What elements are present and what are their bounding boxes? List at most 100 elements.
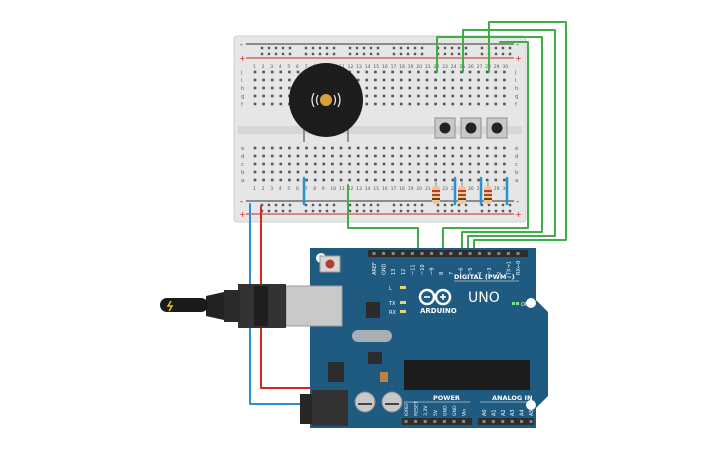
rail-minus-top: - bbox=[240, 40, 243, 49]
column-label-bottom: 24 bbox=[451, 186, 457, 192]
column-label-top: 13 bbox=[356, 64, 362, 70]
on-led-label: ON bbox=[521, 302, 529, 308]
column-label-top: 17 bbox=[391, 64, 397, 70]
column-label-top: 5 bbox=[287, 64, 290, 70]
led-label: RX bbox=[389, 310, 396, 316]
power-pin-socket[interactable] bbox=[404, 420, 408, 423]
rail-plus-top: + bbox=[239, 54, 246, 63]
led-label: TX bbox=[388, 301, 396, 307]
analog-pin-socket[interactable] bbox=[510, 420, 514, 423]
resistor-2[interactable] bbox=[458, 182, 466, 204]
digital-pin-socket[interactable] bbox=[487, 252, 491, 255]
piezo-buzzer-icon[interactable] bbox=[289, 63, 363, 142]
digital-pin-socket[interactable] bbox=[391, 252, 395, 255]
column-label-top: 6 bbox=[296, 64, 299, 70]
row-letter-top: h bbox=[241, 86, 245, 92]
column-label-top: 21 bbox=[425, 64, 431, 70]
column-label-bottom: 23 bbox=[442, 186, 448, 192]
digital-pin-socket[interactable] bbox=[372, 252, 376, 255]
power-header-label: POWER bbox=[433, 394, 460, 402]
column-label-bottom: 9 bbox=[322, 186, 325, 192]
power-pin-label: Vin bbox=[462, 409, 468, 416]
digital-pin-socket[interactable] bbox=[420, 252, 424, 255]
column-label-top: 29 bbox=[494, 64, 500, 70]
column-label-top: 7 bbox=[305, 64, 308, 70]
digital-pin-label: ~11 bbox=[410, 264, 416, 275]
row-letter-bottom-right: c bbox=[515, 162, 518, 168]
resistor-1[interactable] bbox=[432, 182, 440, 204]
wire-button-2 bbox=[462, 29, 556, 253]
power-pin-label: GND bbox=[442, 405, 448, 416]
power-pin-socket[interactable] bbox=[442, 420, 446, 423]
analog-pin-socket[interactable] bbox=[491, 420, 495, 423]
column-label-bottom: 5 bbox=[287, 186, 290, 192]
digital-pin-socket[interactable] bbox=[401, 252, 405, 255]
pushbutton-1[interactable] bbox=[434, 117, 456, 139]
row-letter-bottom-right: a bbox=[515, 178, 518, 184]
resistor-3[interactable] bbox=[484, 182, 492, 204]
column-label-top: 12 bbox=[348, 64, 354, 70]
column-label-bottom: 15 bbox=[373, 186, 379, 192]
digital-pin-socket[interactable] bbox=[430, 252, 434, 255]
power-pin-socket[interactable] bbox=[462, 420, 466, 423]
digital-pin-label: 2 bbox=[497, 272, 503, 275]
column-label-bottom: 16 bbox=[382, 186, 388, 192]
analog-pin-socket[interactable] bbox=[501, 420, 505, 423]
column-label-top: 14 bbox=[365, 64, 371, 70]
column-label-bottom: 17 bbox=[391, 186, 397, 192]
reset-button-icon[interactable] bbox=[319, 255, 341, 273]
row-letter-top-right: h bbox=[515, 86, 519, 92]
digital-pin-socket[interactable] bbox=[449, 252, 453, 255]
digital-pin-label: 7 bbox=[449, 272, 455, 275]
column-label-bottom: 1 bbox=[253, 186, 256, 192]
row-letter-bottom-right: d bbox=[515, 154, 519, 160]
analog-pin-socket[interactable] bbox=[482, 420, 486, 423]
rail-minus-bottom: - bbox=[240, 197, 243, 206]
power-pin-label: 5V bbox=[433, 409, 439, 416]
column-label-top: 1 bbox=[253, 64, 256, 70]
row-letter-top: i bbox=[241, 78, 243, 84]
breadboard-jumpers[interactable] bbox=[302, 176, 509, 206]
digital-pin-label: ~10 bbox=[420, 264, 426, 275]
column-label-top: 15 bbox=[373, 64, 379, 70]
digital-pin-socket[interactable] bbox=[497, 252, 501, 255]
power-pin-socket[interactable] bbox=[452, 420, 456, 423]
pushbutton-2[interactable] bbox=[460, 117, 482, 139]
row-letter-bottom: a bbox=[241, 178, 244, 184]
analog-pin-socket[interactable] bbox=[520, 420, 524, 423]
digital-pin-socket[interactable] bbox=[506, 252, 510, 255]
analog-header-label: ANALOG IN bbox=[492, 394, 532, 402]
power-pin-socket[interactable] bbox=[423, 420, 427, 423]
column-label-bottom: 12 bbox=[348, 186, 354, 192]
rail-minus-bottom-right: - bbox=[516, 197, 519, 206]
digital-pin-label: ~5 bbox=[468, 268, 474, 275]
column-label-bottom: 30 bbox=[502, 186, 508, 192]
brand-label: ARDUINO bbox=[420, 307, 457, 315]
pushbutton-3[interactable] bbox=[486, 117, 508, 139]
column-label-top: 26 bbox=[468, 64, 474, 70]
column-label-bottom: 19 bbox=[408, 186, 414, 192]
row-letter-top-right: i bbox=[515, 78, 517, 84]
digital-pin-socket[interactable] bbox=[439, 252, 443, 255]
column-label-bottom: 2 bbox=[262, 186, 265, 192]
analog-pin-socket[interactable] bbox=[529, 420, 533, 423]
wire-buzzer-signal bbox=[347, 184, 419, 253]
digital-pin-socket[interactable] bbox=[382, 252, 386, 255]
digital-pin-socket[interactable] bbox=[410, 252, 414, 255]
usb-plug-icon[interactable] bbox=[160, 284, 343, 328]
row-letter-bottom-right: e bbox=[515, 146, 519, 152]
column-label-bottom: 29 bbox=[494, 186, 500, 192]
column-label-bottom: 27 bbox=[477, 186, 483, 192]
digital-pin-socket[interactable] bbox=[458, 252, 462, 255]
column-label-top: 4 bbox=[279, 64, 282, 70]
digital-pin-label: ~3 bbox=[487, 268, 493, 275]
power-pin-socket[interactable] bbox=[433, 420, 437, 423]
column-label-bottom: 18 bbox=[399, 186, 405, 192]
digital-pin-socket[interactable] bbox=[478, 252, 482, 255]
digital-pin-socket[interactable] bbox=[516, 252, 520, 255]
column-label-top: 16 bbox=[382, 64, 388, 70]
power-pin-socket[interactable] bbox=[414, 420, 418, 423]
barrel-jack-icon[interactable] bbox=[300, 390, 348, 426]
digital-pin-socket[interactable] bbox=[468, 252, 472, 255]
